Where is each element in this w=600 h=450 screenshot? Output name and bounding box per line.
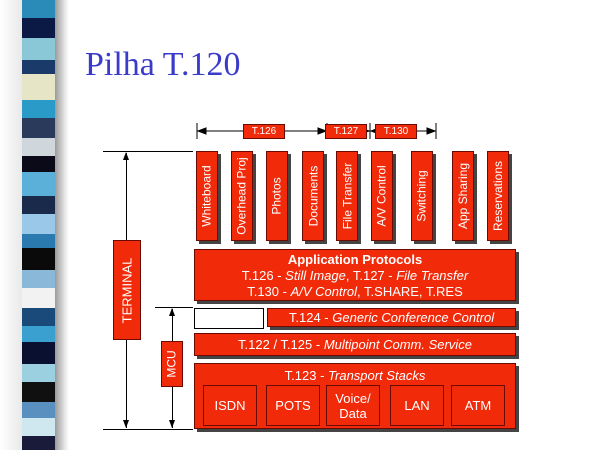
app-box-app-sharing: App Sharing [452,151,474,241]
decorative-stripe-bar [0,0,82,450]
stack-box-pots: POTS [266,385,320,426]
arrowhead [317,127,328,135]
t126-label-text: T.126 [251,126,277,137]
stripe-segment [22,138,55,156]
arrowhead [196,127,207,135]
stripe-segment [22,214,55,234]
t127-range-label: T.127 [325,124,367,139]
stripe-segment [22,418,55,436]
app-box-a-v-control: A/V Control [371,151,393,241]
app-label: Documents [306,165,321,227]
arrowhead [426,127,437,135]
stripe-segment [22,18,55,38]
stack-box-isdn: ISDN [203,385,257,426]
mcu-label-box: MCU [161,341,183,387]
stripe-segment [22,436,55,450]
terminal-bottom-line [103,429,193,430]
stripe-segment [22,288,55,308]
stack-box-voice-data: Voice/ Data [326,385,380,426]
stripe-segment [22,38,55,60]
app-label: A/V Control [375,165,390,227]
t126-range-label: T.126 [243,124,285,139]
stripe-segment [22,196,55,214]
app-box-switching: Switching [411,151,433,241]
app-box-documents: Documents [302,151,324,241]
stripe-segment [22,248,55,270]
stripe-segment [22,74,55,100]
stripe-segment [22,270,55,288]
app-protocols-line3: T.130 - A/V Control, T.SHARE, T.RES [247,284,463,299]
stripe-segment [22,382,55,402]
app-label: Switching [415,170,430,222]
slide-title: Pilha T.120 [85,46,241,83]
app-label: Reservations [491,160,505,232]
t122-t125-box: T.122 / T.125 - Multipoint Comm. Service [194,333,516,356]
stripe-segment [22,100,55,118]
app-box-reservations: Reservations [487,151,509,241]
empty-box [194,308,264,329]
app-label: Photos [270,177,285,215]
stripe-segment [22,364,55,382]
t124-box: T.124 - Generic Conference Control [267,308,516,327]
stripe-segment [22,172,55,196]
app-label: Overhead Proj [235,157,249,235]
application-protocols-box: Application Protocols T.126 - Still Imag… [194,249,516,301]
t127-label-text: T.127 [333,126,359,137]
terminal-label: TERMINAL [119,257,135,323]
terminal-top-line [103,151,193,152]
mcu-top-line [155,307,193,308]
stripe-shadow [55,0,69,450]
app-box-photos: Photos [266,151,288,241]
stripe-segment [22,402,55,418]
stripe-segment [22,60,55,74]
t130-label-text: T.130 [383,126,409,137]
app-box-whiteboard: Whiteboard [196,151,218,241]
t130-range-label: T.130 [375,124,417,139]
stripe-segment [22,118,55,138]
stack-box-atm: ATM [451,385,505,426]
app-box-overhead-proj: Overhead Proj [231,151,253,241]
app-label: Whiteboard [200,165,214,227]
app-protocols-line2: T.126 - Still Image, T.127 - File Transf… [241,268,469,283]
stripe-segment [22,0,55,18]
stack-box-lan: LAN [390,385,444,426]
app-protocols-title: Application Protocols [287,252,423,267]
stripe-segment [22,326,55,342]
t123-title: T.123 - Transport Stacks [284,368,426,383]
app-label: File Transfer [340,162,354,230]
stripe-segment [22,156,55,172]
stripe-left-gradient [0,0,22,450]
stripe-segment [22,308,55,326]
app-box-file-transfer: File Transfer [336,151,358,241]
stripe-segment [22,234,55,248]
stripe-segment [22,342,55,364]
mcu-label: MCU [165,350,180,378]
app-label: App Sharing [456,162,471,230]
terminal-label-box: TERMINAL [113,240,141,340]
